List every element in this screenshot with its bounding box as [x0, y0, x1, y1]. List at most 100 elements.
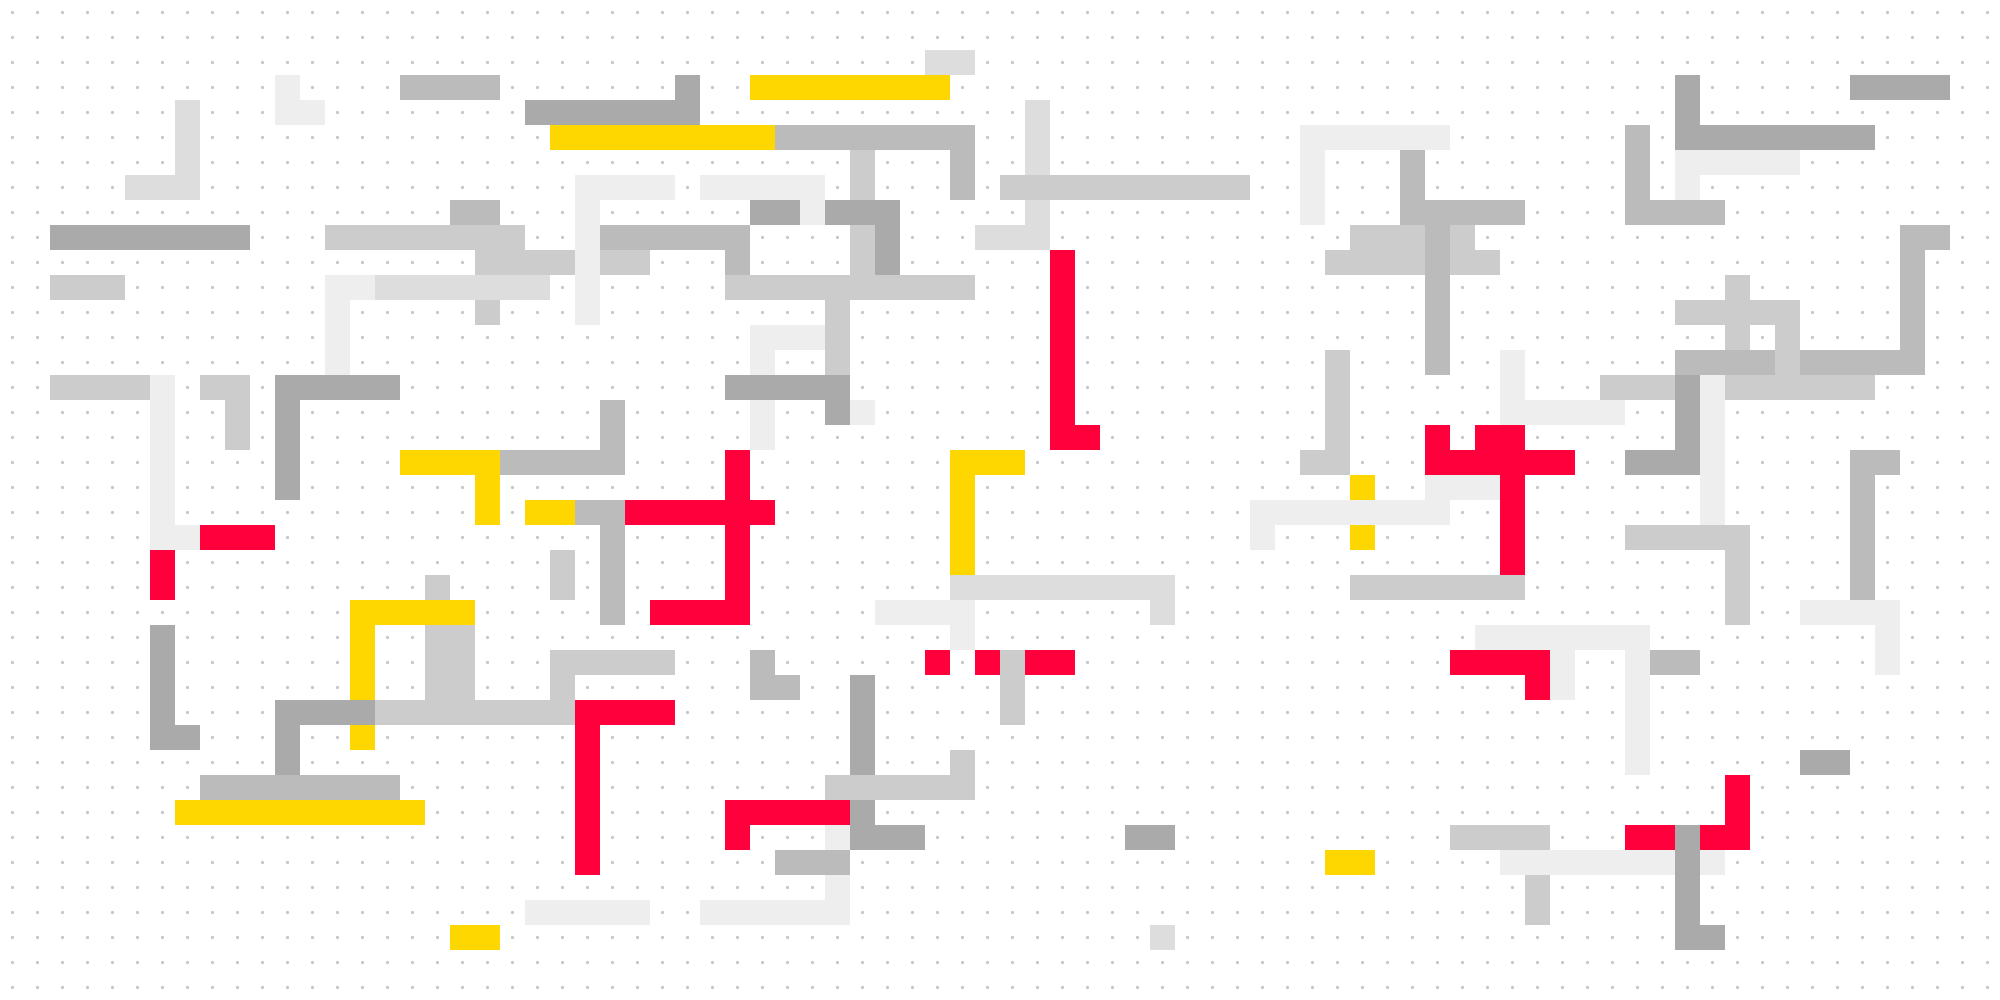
grid-dot — [1185, 385, 1190, 390]
grid-dot — [85, 510, 90, 515]
grid-dot — [1260, 335, 1265, 340]
grid-dot — [960, 935, 965, 940]
grid-dot — [1860, 335, 1865, 340]
grid-dot — [1060, 210, 1065, 215]
grid-dot — [385, 835, 390, 840]
grid-dot — [1985, 310, 1990, 315]
grid-dot — [1610, 310, 1615, 315]
grid-dot — [260, 135, 265, 140]
grid-dot — [535, 185, 540, 190]
grid-dot — [10, 860, 15, 865]
grid-dot — [1585, 785, 1590, 790]
grid-dot — [1635, 785, 1640, 790]
grid-dot — [810, 660, 815, 665]
grid-dot — [1710, 560, 1715, 565]
grid-dot — [135, 560, 140, 565]
grid-dot — [1585, 710, 1590, 715]
grid-dot — [1185, 885, 1190, 890]
grid-dot — [810, 260, 815, 265]
grid-dot — [1460, 635, 1465, 640]
grid-dot — [510, 685, 515, 690]
grid-dot — [60, 135, 65, 140]
grid-dot — [1860, 285, 1865, 290]
grid-dot — [1335, 110, 1340, 115]
grid-dot — [1810, 660, 1815, 665]
grid-dot — [60, 660, 65, 665]
grid-dot — [460, 260, 465, 265]
grid-dot — [1935, 285, 1940, 290]
grid-dot — [560, 60, 565, 65]
grid-dot — [1285, 35, 1290, 40]
grid-dot — [410, 960, 415, 965]
grid-dot — [1285, 935, 1290, 940]
gray-segment — [1425, 475, 1500, 500]
grid-dot — [435, 485, 440, 490]
grid-dot — [1685, 485, 1690, 490]
yellow-segment — [1325, 850, 1375, 875]
grid-dot — [1985, 985, 1990, 990]
grid-dot — [1135, 660, 1140, 665]
grid-dot — [585, 885, 590, 890]
grid-dot — [1760, 235, 1765, 240]
grid-dot — [1310, 435, 1315, 440]
grid-dot — [1235, 35, 1240, 40]
grid-dot — [685, 185, 690, 190]
grid-dot — [1710, 985, 1715, 990]
grid-dot — [510, 885, 515, 890]
grid-dot — [1660, 985, 1665, 990]
grid-dot — [960, 835, 965, 840]
grid-dot — [1635, 485, 1640, 490]
grid-dot — [360, 135, 365, 140]
grid-dot — [1660, 960, 1665, 965]
gray-segment — [1875, 600, 1900, 675]
grid-dot — [710, 960, 715, 965]
grid-dot — [1260, 35, 1265, 40]
grid-dot — [1960, 785, 1965, 790]
grid-dot — [435, 535, 440, 540]
grid-dot — [885, 310, 890, 315]
grid-dot — [1285, 135, 1290, 140]
grid-dot — [1235, 310, 1240, 315]
grid-dot — [1160, 810, 1165, 815]
grid-dot — [1660, 360, 1665, 365]
grid-dot — [1835, 735, 1840, 740]
grid-dot — [210, 885, 215, 890]
grid-dot — [535, 135, 540, 140]
grid-dot — [1935, 110, 1940, 115]
red-segment — [650, 600, 750, 625]
grid-dot — [1610, 510, 1615, 515]
grid-dot — [1335, 835, 1340, 840]
grid-dot — [1160, 310, 1165, 315]
grid-dot — [10, 535, 15, 540]
grid-dot — [1310, 235, 1315, 240]
grid-dot — [635, 360, 640, 365]
grid-dot — [310, 135, 315, 140]
grid-dot — [185, 385, 190, 390]
grid-dot — [1910, 910, 1915, 915]
grid-dot — [660, 460, 665, 465]
grid-dot — [485, 685, 490, 690]
grid-dot — [635, 60, 640, 65]
grid-dot — [1710, 885, 1715, 890]
grid-dot — [1135, 110, 1140, 115]
grid-dot — [10, 210, 15, 215]
grid-dot — [335, 685, 340, 690]
grid-dot — [1910, 435, 1915, 440]
grid-dot — [785, 360, 790, 365]
grid-dot — [1560, 960, 1565, 965]
grid-dot — [1160, 160, 1165, 165]
grid-dot — [1285, 335, 1290, 340]
grid-dot — [1435, 385, 1440, 390]
grid-dot — [660, 585, 665, 590]
grid-dot — [1085, 110, 1090, 115]
grid-dot — [10, 335, 15, 340]
grid-dot — [1860, 935, 1865, 940]
grid-dot — [1060, 885, 1065, 890]
grid-dot — [285, 985, 290, 990]
grid-dot — [1810, 960, 1815, 965]
grid-dot — [60, 985, 65, 990]
gray-segment — [150, 375, 175, 550]
grid-dot — [160, 310, 165, 315]
grid-dot — [60, 860, 65, 865]
grid-dot — [1810, 460, 1815, 465]
